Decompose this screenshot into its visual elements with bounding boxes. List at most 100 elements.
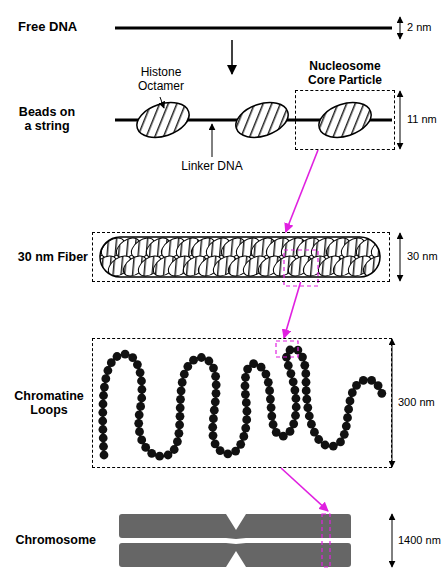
nucleosome-bead	[212, 389, 221, 398]
nucleosome-bead	[301, 369, 310, 378]
nucleosome-bead	[189, 356, 198, 365]
chromatid	[119, 543, 351, 567]
nucleosome-bead	[340, 430, 349, 439]
part-label: Linker DNA	[172, 160, 252, 174]
nucleosome-bead	[211, 397, 220, 406]
nucleosome-bead	[289, 377, 298, 386]
nucleosome-bead	[292, 394, 301, 403]
nucleosome-bead	[342, 422, 351, 431]
nucleosome-bead	[135, 410, 144, 419]
nucleosome-bead	[170, 445, 179, 454]
nucleosome-bead	[241, 373, 250, 382]
histone-octamer	[314, 96, 375, 143]
nucleosome-bead	[98, 408, 107, 417]
dimension-label: 11 nm	[407, 113, 445, 126]
chromatin-loop	[103, 349, 382, 457]
dimension-arrow	[400, 233, 401, 281]
dimension-label: 30 nm	[407, 250, 445, 263]
nucleosome-bead	[135, 427, 144, 436]
leader-arrow	[160, 97, 164, 108]
nucleosome-bead	[241, 381, 250, 390]
nucleosome-bead	[180, 370, 189, 379]
nucleosome-bead	[302, 395, 311, 404]
stage-title: Beads on a string	[16, 105, 78, 134]
nucleosome-bead	[267, 403, 276, 412]
stage-title: Chromatine Loops	[10, 389, 88, 418]
nucleosome-bead	[176, 412, 185, 421]
nucleosome-bead	[265, 386, 274, 395]
nucleosome-bead	[262, 370, 271, 379]
nucleosome-bead	[173, 437, 182, 446]
nucleosome-bead	[343, 413, 352, 422]
loops-box: Chromatine Loops	[92, 338, 392, 468]
stage-title: Chromosome	[15, 533, 96, 547]
histone-octamer	[132, 96, 193, 143]
nucleosome-bead	[113, 352, 122, 361]
dimension-arrow	[400, 17, 401, 39]
nucleosome-bead	[223, 449, 232, 458]
zoom-box	[322, 514, 330, 567]
chromosome-shape: Chromosome	[118, 511, 354, 569]
nucleosome-bead	[321, 441, 330, 450]
nucleosome-bead	[137, 377, 146, 386]
nucleosome-bead	[211, 372, 220, 381]
nucleosome-bead	[287, 369, 296, 378]
nucleosome-bead	[336, 438, 345, 447]
nucleosome-bead	[302, 378, 311, 387]
zoom-arrow	[286, 150, 318, 232]
nucleosome-bead	[136, 368, 145, 377]
nucleosome-bead	[136, 402, 145, 411]
nucleosome-bead	[241, 390, 250, 399]
nucleosome-bead	[377, 389, 386, 398]
dimension-arrow	[400, 91, 401, 149]
leader-arrow	[212, 124, 213, 157]
nucleosome-bead	[284, 361, 293, 370]
nucleosome-bead	[236, 440, 245, 449]
nucleosome-bead	[241, 424, 250, 433]
nucleosome-bead	[286, 427, 295, 436]
nucleosome-bead	[197, 353, 206, 362]
nucleosome-bead	[359, 376, 368, 385]
fiber-outline	[100, 237, 380, 277]
nucleosome-bead	[121, 350, 130, 359]
nucleosome-bead	[267, 412, 276, 421]
nucleosome-bead	[100, 383, 109, 392]
nucleosome-bead	[176, 395, 185, 404]
chromatid	[119, 514, 351, 539]
nucleosome-bead	[291, 386, 300, 395]
nucleosome-bead	[298, 353, 307, 362]
nucleosome-bead	[269, 420, 278, 429]
zoom-arrow	[281, 468, 328, 511]
fiber-nucleosome	[360, 252, 380, 277]
nucleosome-bead	[239, 432, 248, 441]
nucleosome-bead	[302, 386, 311, 395]
nucleosome-bead	[249, 359, 258, 368]
nucleosome-bead	[209, 364, 218, 373]
nucleosome-bead	[137, 394, 146, 403]
nucleosome-bead	[99, 434, 108, 443]
nucleosome-bead	[212, 380, 221, 389]
nucleosome-bead	[210, 406, 219, 415]
nucleosome-bead	[104, 366, 113, 375]
nucleosome-bead	[99, 391, 108, 400]
nucleosome-bead	[101, 374, 110, 383]
dimension-arrow	[392, 514, 393, 567]
dimension-label: 1400 nm	[398, 534, 445, 547]
nucleosome-bead	[346, 397, 355, 406]
nucleosome-bead	[216, 446, 225, 455]
nucleosome-bead	[155, 452, 164, 461]
nucleosome-bead	[291, 411, 300, 420]
nucleosome-bead	[243, 407, 252, 416]
nucleosome-bead	[209, 431, 218, 440]
step-arrow	[231, 40, 233, 74]
nucleosome-bead	[264, 378, 273, 387]
dna-strand	[115, 27, 392, 30]
stage-title: Free DNA	[18, 20, 113, 35]
nucleosome-bead	[137, 436, 146, 445]
nucleosome-bead	[99, 442, 108, 451]
nucleosome-bead	[374, 381, 383, 390]
nucleosome-bead	[138, 385, 147, 394]
nucleosome-bead	[147, 449, 156, 458]
nucleosome-bead	[307, 420, 316, 429]
dimension-label: 300 nm	[398, 396, 444, 409]
